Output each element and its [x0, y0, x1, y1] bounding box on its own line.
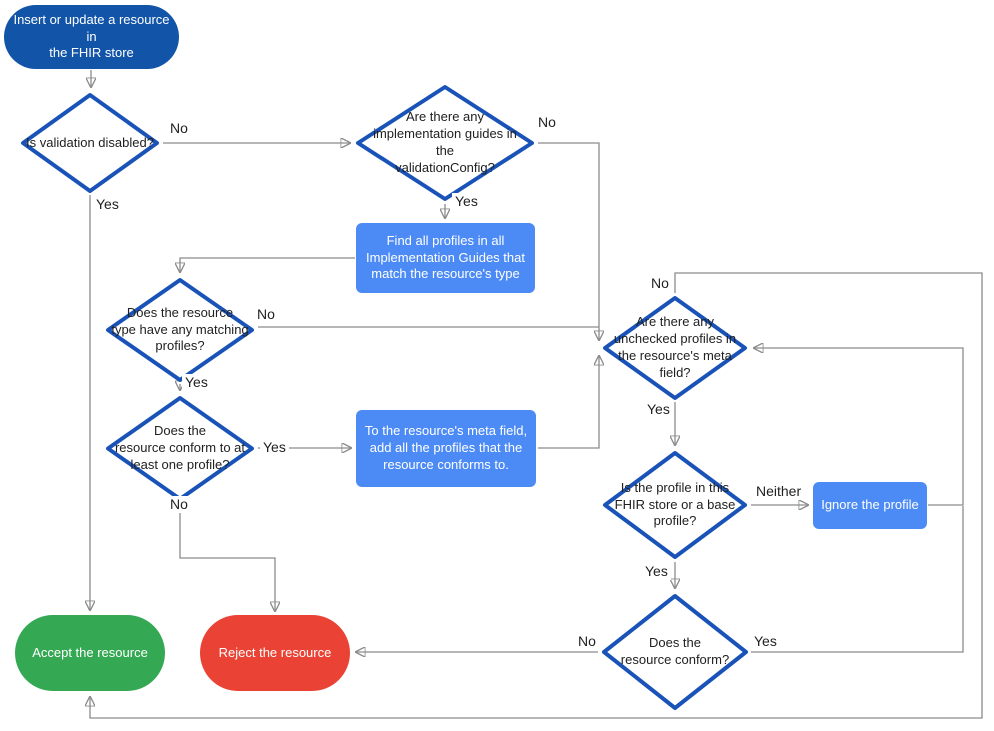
edge-label-validation-disabled-no: No	[167, 120, 191, 137]
edge-ignore-loop-to-unchecked	[754, 348, 964, 506]
edge-label-implementation-guides-no: No	[535, 114, 559, 131]
node-validation-disabled: Is validation disabled?	[20, 92, 160, 194]
node-does-conform-label: Does the resource conform?	[620, 635, 730, 667]
diamond-shape	[603, 296, 747, 400]
edge-find-to-matching	[180, 257, 355, 272]
node-conform-one-label: Does the resource conform to at least on…	[114, 423, 246, 472]
edge-conform-no-to-reject	[179, 503, 275, 611]
edge-label-conform-one-yes: Yes	[260, 439, 289, 456]
edge-label-matching-profiles-no: No	[254, 306, 278, 323]
edge-doesconform-yes-merge	[751, 506, 964, 653]
edge-add-to-unchecked	[538, 356, 599, 449]
node-start: Insert or update a resource in the FHIR …	[4, 5, 179, 69]
node-validation-disabled-label: Is validation disabled?	[26, 134, 154, 150]
edge-label-profile-in-store-yes: Yes	[642, 563, 671, 580]
edge-unchecked-no-to-accept	[90, 272, 983, 719]
diamond-shape	[356, 85, 534, 201]
edge-label-does-conform-yes: Yes	[751, 633, 780, 650]
node-conform-one: Does the resource conform to at least on…	[105, 395, 255, 502]
node-start-label: Insert or update a resource in the FHIR …	[13, 11, 170, 61]
edge-label-does-conform-no: No	[575, 633, 599, 650]
edge-label-validation-disabled-yes: Yes	[93, 196, 122, 213]
diamond-shape	[106, 278, 254, 382]
edge-label-conform-one-no: No	[167, 496, 191, 513]
node-ignore-profile: Ignore the profile	[813, 482, 927, 529]
edge-label-unchecked-profiles-yes: Yes	[644, 401, 673, 418]
node-find-profiles: Find all profiles in all Implementation …	[356, 223, 535, 293]
node-profile-in-store: Is the profile in this FHIR store or a b…	[602, 450, 748, 560]
node-find-profiles-label: Find all profiles in all Implementation …	[366, 232, 525, 282]
diamond-shape	[603, 451, 747, 559]
edge-label-unchecked-profiles-no: No	[648, 275, 672, 292]
node-ignore-profile-label: Ignore the profile	[821, 497, 919, 513]
node-unchecked-profiles: Are there any unchecked profiles in the …	[602, 295, 748, 401]
diamond-shape	[602, 594, 748, 710]
diamond-shape	[21, 93, 159, 193]
node-reject: Reject the resource	[200, 615, 350, 691]
node-does-conform: Does the resource conform?	[601, 593, 749, 711]
node-matching-profiles-label: Does the resource type have any matching…	[111, 304, 249, 354]
edge-label-matching-profiles-yes: Yes	[182, 374, 211, 391]
node-reject-label: Reject the resource	[218, 644, 332, 660]
node-implementation-guides-label: Are there any implementation guides in t…	[373, 109, 517, 175]
node-add-profiles: To the resource's meta field, add all th…	[356, 410, 536, 487]
node-add-profiles-label: To the resource's meta field, add all th…	[364, 423, 528, 472]
edge-label-implementation-guides-yes: Yes	[452, 193, 481, 210]
node-matching-profiles: Does the resource type have any matching…	[105, 277, 255, 383]
node-accept-label: Accept the resource	[32, 644, 148, 660]
node-implementation-guides: Are there any implementation guides in t…	[355, 84, 535, 202]
edge-label-profile-in-store-neither: Neither	[753, 483, 805, 500]
node-profile-in-store-label: Is the profile in this FHIR store or a b…	[614, 479, 736, 529]
edge-guides-no-to-unchecked	[538, 142, 599, 340]
node-unchecked-profiles-label: Are there any unchecked profiles in the …	[613, 314, 737, 380]
node-accept: Accept the resource	[15, 615, 165, 691]
